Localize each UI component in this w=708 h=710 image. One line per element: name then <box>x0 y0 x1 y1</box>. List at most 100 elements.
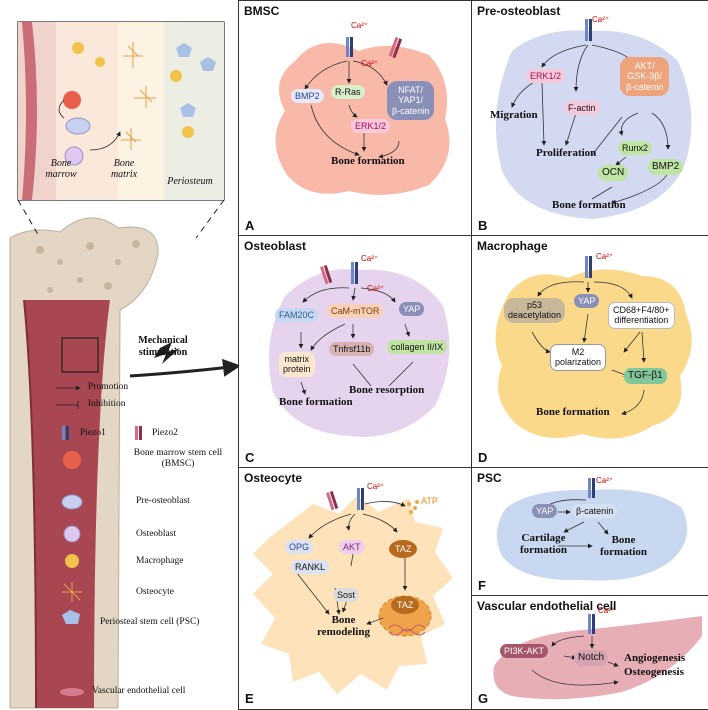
panel-g-calcium: Ca²⁺ <box>598 606 616 615</box>
panel-g-letter: G <box>478 691 489 706</box>
panel-b-letter: B <box>478 218 488 233</box>
legend-promotion: Promotion <box>88 382 129 392</box>
panel-f-bone: Bone formation <box>600 534 648 559</box>
panel-e-sost: Sost <box>333 588 360 603</box>
panel-a-calcium: Ca²⁺ <box>351 21 369 30</box>
panel-e-rankl: RANKL <box>291 560 330 575</box>
panel-b-outcome: Bone formation <box>552 199 626 211</box>
panel-a-letter: A <box>245 218 255 233</box>
panel-e-taz2: TAZ <box>391 596 420 615</box>
panel-c-camtor: CaM-mTOR <box>327 304 384 319</box>
panel-d-tgf: TGF-β1 <box>624 368 667 384</box>
inset-cells <box>63 42 216 166</box>
panel-f-letter: F <box>478 578 486 593</box>
panel-b-factin: F-actin <box>564 101 600 116</box>
legend-osteocyte: Osteocyte <box>136 587 174 597</box>
panel-b-migration: Migration <box>490 109 538 121</box>
panel-d-yap: YAP <box>574 294 600 309</box>
panel-g-endothelial: Vascular endothelial cell Ca²⁺ PI3K-AKT … <box>471 595 708 710</box>
panel-c-matrix: matrix protein <box>279 352 315 377</box>
panel-a-nfat: NFAT/ YAP1/ β-catenin <box>387 81 435 121</box>
panel-d-cd68: CD68+F4/80+ differentiation <box>608 302 675 329</box>
panel-g-pi3k: PI3K-AKT <box>500 644 549 659</box>
legend-bmsc: Bone marrow stem cell (BMSC) <box>133 448 223 469</box>
panel-c-letter: C <box>245 450 255 465</box>
panel-b-erk: ERK1/2 <box>526 69 566 84</box>
piezo1-channel <box>346 37 353 57</box>
panel-e-osteocyte: Osteocyte Ca²⁺ ATP OPG RANKL AKT TAZ Sos… <box>238 467 473 710</box>
inset-label-bone-matrix: Bone matrix <box>110 158 138 180</box>
panel-f-bcat: β-catenin <box>572 504 618 519</box>
piezo1-icon <box>62 426 69 440</box>
panel-c-fam20c: FAM20C <box>275 308 319 323</box>
panel-a-bmp2: BMP2 <box>291 89 324 104</box>
legend-osteoblast: Osteoblast <box>136 529 177 539</box>
panel-e-atp: ATP <box>421 496 438 506</box>
legend-pre-osteoblast: Pre-osteoblast <box>136 496 190 506</box>
panel-e-taz1: TAZ <box>389 540 418 559</box>
panel-e-akt: AKT <box>339 540 365 555</box>
panel-a-erk: ERK1/2 <box>351 119 391 134</box>
panel-b-bmp2: BMP2 <box>648 159 684 175</box>
mechanical-stimulation-label: Mechanical stimulation <box>138 335 188 358</box>
piezo2-channel <box>326 490 339 511</box>
panel-d-p53: p53 deacetylation <box>504 298 566 323</box>
legend-endothelial: Vascular endothelial cell <box>92 686 186 696</box>
panel-c-calcium: Ca²⁺ <box>361 254 379 263</box>
panel-g-notch: Notch <box>574 650 609 666</box>
bone-illustration <box>9 21 241 709</box>
panel-c-outcome: Bone formation <box>279 396 353 408</box>
panel-a-outcome: Bone formation <box>331 155 405 167</box>
panel-c-osteoblast: Osteoblast Ca²⁺ Ca²⁺ FAM20C CaM-mTOR YAP… <box>238 235 473 469</box>
panel-b-akt: AKT/ GSK-3β/ β-catenin <box>620 57 670 97</box>
panel-g-osteogenesis: Osteogenesis <box>624 666 684 678</box>
legend-psc: Periosteal stem cell (PSC) <box>100 617 200 627</box>
panel-c-title: Osteoblast <box>244 239 307 253</box>
panel-b-calcium: Ca²⁺ <box>592 15 610 24</box>
panel-e-letter: E <box>245 691 254 706</box>
piezo1-channel <box>585 256 592 278</box>
panel-f-title: PSC <box>477 471 502 485</box>
panel-e-opg: OPG <box>285 540 314 555</box>
panel-c-collagen: collagen II/IX <box>387 340 448 355</box>
piezo1-channel <box>588 478 595 498</box>
dna-icon <box>388 624 426 636</box>
panel-d-macrophage: Macrophage Ca²⁺ p53 deacetylation YAP CD… <box>471 235 708 469</box>
legend-macrophage: Macrophage <box>136 556 184 566</box>
legend-piezo1: Piezo1 <box>80 428 106 438</box>
panel-c-tnfrsf: Tnfrsf11b <box>329 342 375 357</box>
piezo2-channel <box>320 264 333 285</box>
panel-d-calcium: Ca²⁺ <box>596 252 614 261</box>
panel-e-outcome: Bone remodeling <box>317 614 370 639</box>
panel-d-m2: M2 polarization <box>550 344 607 371</box>
piezo1-channel <box>585 19 592 41</box>
panel-b-pre-osteoblast: Pre-osteoblast Ca²⁺ ERK1/2 F-actin AKT/ … <box>471 0 708 237</box>
panel-f-calcium: Ca²⁺ <box>596 476 614 485</box>
panel-d-title: Macrophage <box>477 239 548 253</box>
panel-a-calcium-inner: Ca²⁺ <box>361 59 379 68</box>
panel-e-title: Osteocyte <box>244 471 303 485</box>
panel-d-outcome: Bone formation <box>536 406 610 418</box>
left-figure: Bone marrow Bone matrix Periosteum Mecha… <box>0 0 241 709</box>
panel-a-rras: R-Ras <box>331 85 365 100</box>
panel-f-yap: YAP <box>532 504 558 519</box>
panel-g-title: Vascular endothelial cell <box>477 599 617 613</box>
panel-f-psc: PSC Ca²⁺ YAP β-catenin Cartilage formati… <box>471 467 708 597</box>
atp-dots-icon <box>407 500 419 514</box>
piezo2-icon <box>135 426 142 440</box>
panel-e-calcium: Ca²⁺ <box>367 482 385 491</box>
inset-label-bone-marrow: Bone marrow <box>45 158 77 180</box>
piezo2-channel <box>388 36 403 59</box>
panel-a-bmsc: BMSC Ca²⁺ Ca²⁺ BMP2 R-Ras NFAT/ YAP1/ β-… <box>238 0 473 237</box>
panel-b-title: Pre-osteoblast <box>477 4 561 18</box>
panel-c-yap: YAP <box>399 302 425 317</box>
piezo1-channel <box>357 488 364 510</box>
piezo1-channel <box>588 614 595 634</box>
panel-b-proliferation: Proliferation <box>536 147 597 159</box>
legend-inhibition: Inhibition <box>88 399 126 409</box>
panel-a-title: BMSC <box>244 4 280 18</box>
panel-f-cartilage: Cartilage formation <box>520 532 568 557</box>
inset-label-periosteum: Periosteum <box>167 176 213 187</box>
legend-piezo2: Piezo2 <box>152 428 178 438</box>
piezo1-channel <box>351 262 358 284</box>
